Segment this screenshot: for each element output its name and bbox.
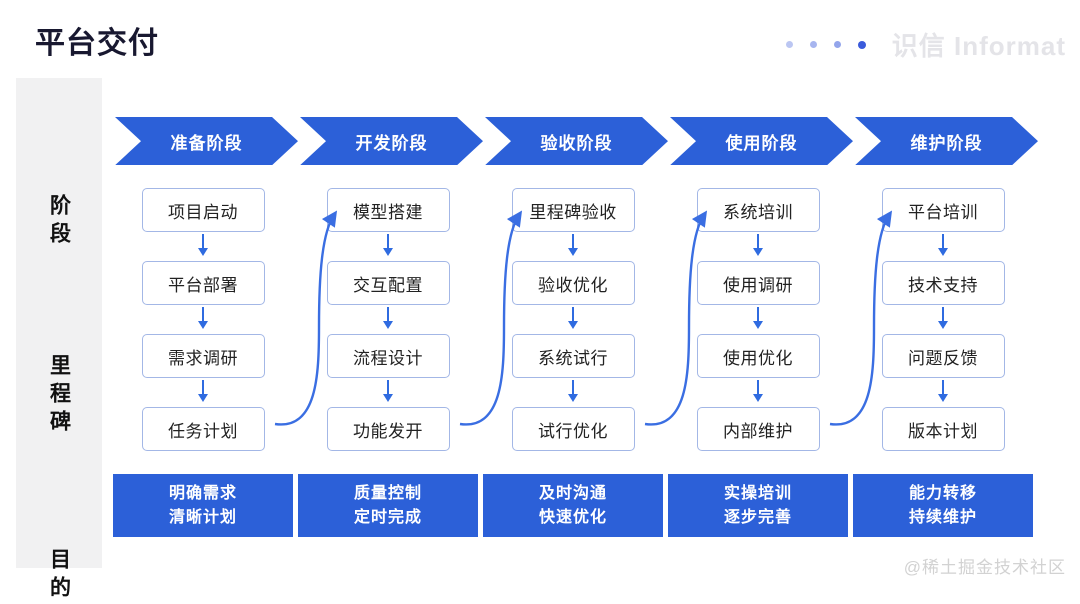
stage-column-usage: 使用阶段 系统培训 使用调研 使用优化 内部维护 实操培训 逐步完善 <box>668 117 848 537</box>
stage-arrow-banner: 验收阶段 <box>485 117 668 165</box>
milestone-box: 版本计划 <box>881 407 1005 452</box>
milestone-box: 使用调研 <box>696 261 820 306</box>
down-arrow-icon <box>753 378 763 407</box>
down-arrow-icon <box>568 305 578 334</box>
milestone-box: 模型搭建 <box>326 188 450 233</box>
milestone-box: 交互配置 <box>326 261 450 306</box>
milestone-box: 内部维护 <box>696 407 820 452</box>
down-arrow-icon <box>753 232 763 261</box>
stage-arrow-banner: 使用阶段 <box>670 117 853 165</box>
milestone-box: 技术支持 <box>881 261 1005 306</box>
purpose-box: 及时沟通 快速优化 <box>483 474 663 537</box>
down-arrow-icon <box>198 232 208 261</box>
milestone-flow: 系统培训 使用调研 使用优化 内部维护 <box>668 188 848 452</box>
purpose-box: 质量控制 定时完成 <box>298 474 478 537</box>
milestone-box: 使用优化 <box>696 334 820 379</box>
row-label-sidebar: 阶段 里程碑 目的 <box>16 78 102 604</box>
dot-icon <box>785 41 793 48</box>
stage-arrow-banner: 准备阶段 <box>115 117 298 165</box>
stage-label: 开发阶段 <box>355 133 428 153</box>
purpose-line: 明确需求 <box>168 484 237 502</box>
stage-arrow-banner: 开发阶段 <box>300 117 483 165</box>
milestone-box: 平台培训 <box>881 188 1005 233</box>
purpose-line: 质量控制 <box>353 484 422 502</box>
purpose-line: 快速优化 <box>538 508 607 526</box>
brand-logo: 识信 Informat <box>891 31 1066 61</box>
stage-column-preparation: 准备阶段 项目启动 平台部署 需求调研 任务计划 明确需求 清晰计划 <box>113 117 293 537</box>
down-arrow-icon <box>938 378 948 407</box>
milestone-box: 项目启动 <box>141 188 265 233</box>
purpose-box: 能力转移 持续维护 <box>853 474 1033 537</box>
stage-arrow-banner: 维护阶段 <box>855 117 1038 165</box>
milestone-box: 里程碑验收 <box>511 188 635 233</box>
down-arrow-icon <box>568 378 578 407</box>
down-arrow-icon <box>383 305 393 334</box>
dot-icon <box>857 40 866 49</box>
milestone-flow: 里程碑验收 验收优化 系统试行 试行优化 <box>483 188 663 452</box>
milestone-box: 问题反馈 <box>881 334 1005 379</box>
brand-area: 识信 Informat <box>785 26 1066 63</box>
milestone-box: 系统培训 <box>696 188 820 233</box>
row-label-stage: 阶段 <box>47 194 71 250</box>
page-title: 平台交付 <box>35 27 159 60</box>
purpose-line: 及时沟通 <box>538 484 607 502</box>
milestone-box: 需求调研 <box>141 334 265 379</box>
purpose-line: 定时完成 <box>353 508 422 526</box>
stage-column-acceptance: 验收阶段 里程碑验收 验收优化 系统试行 试行优化 及时沟通 快速优化 <box>483 117 663 537</box>
milestone-box: 平台部署 <box>141 261 265 306</box>
down-arrow-icon <box>198 378 208 407</box>
down-arrow-icon <box>198 305 208 334</box>
purpose-line: 持续维护 <box>908 508 977 526</box>
milestone-box: 任务计划 <box>141 407 265 452</box>
milestone-box: 流程设计 <box>326 334 450 379</box>
milestone-box: 试行优化 <box>511 407 635 452</box>
stage-column-development: 开发阶段 模型搭建 交互配置 流程设计 功能发开 质量控制 定时完成 <box>298 117 478 537</box>
milestone-box: 功能发开 <box>326 407 450 452</box>
row-label-purpose: 目的 <box>47 548 71 604</box>
milestone-flow: 模型搭建 交互配置 流程设计 功能发开 <box>298 188 478 452</box>
purpose-line: 实操培训 <box>723 484 792 502</box>
row-label-milestone: 里程碑 <box>47 354 71 438</box>
stage-label: 维护阶段 <box>910 133 983 153</box>
purpose-line: 能力转移 <box>908 484 977 502</box>
milestone-flow: 平台培训 技术支持 问题反馈 版本计划 <box>853 188 1033 452</box>
down-arrow-icon <box>568 232 578 261</box>
stage-column-maintenance: 维护阶段 平台培训 技术支持 问题反馈 版本计划 能力转移 持续维护 <box>853 117 1033 537</box>
purpose-box: 实操培训 逐步完善 <box>668 474 848 537</box>
down-arrow-icon <box>383 378 393 407</box>
dot-icon <box>833 41 841 48</box>
milestone-box: 验收优化 <box>511 261 635 306</box>
milestone-flow: 项目启动 平台部署 需求调研 任务计划 <box>113 188 293 452</box>
purpose-line: 清晰计划 <box>168 508 237 526</box>
brand-dots <box>785 40 866 49</box>
down-arrow-icon <box>753 305 763 334</box>
process-board: 准备阶段 项目启动 平台部署 需求调研 任务计划 明确需求 清晰计划 开发阶段 … <box>113 117 1043 537</box>
down-arrow-icon <box>938 232 948 261</box>
down-arrow-icon <box>938 305 948 334</box>
stage-label: 使用阶段 <box>725 133 798 153</box>
stage-label: 准备阶段 <box>170 133 243 153</box>
purpose-line: 逐步完善 <box>723 508 792 526</box>
down-arrow-icon <box>383 232 393 261</box>
watermark: @稀土掘金技术社区 <box>903 558 1066 577</box>
milestone-box: 系统试行 <box>511 334 635 379</box>
stage-label: 验收阶段 <box>540 133 613 153</box>
dot-icon <box>809 41 817 48</box>
purpose-box: 明确需求 清晰计划 <box>113 474 293 537</box>
